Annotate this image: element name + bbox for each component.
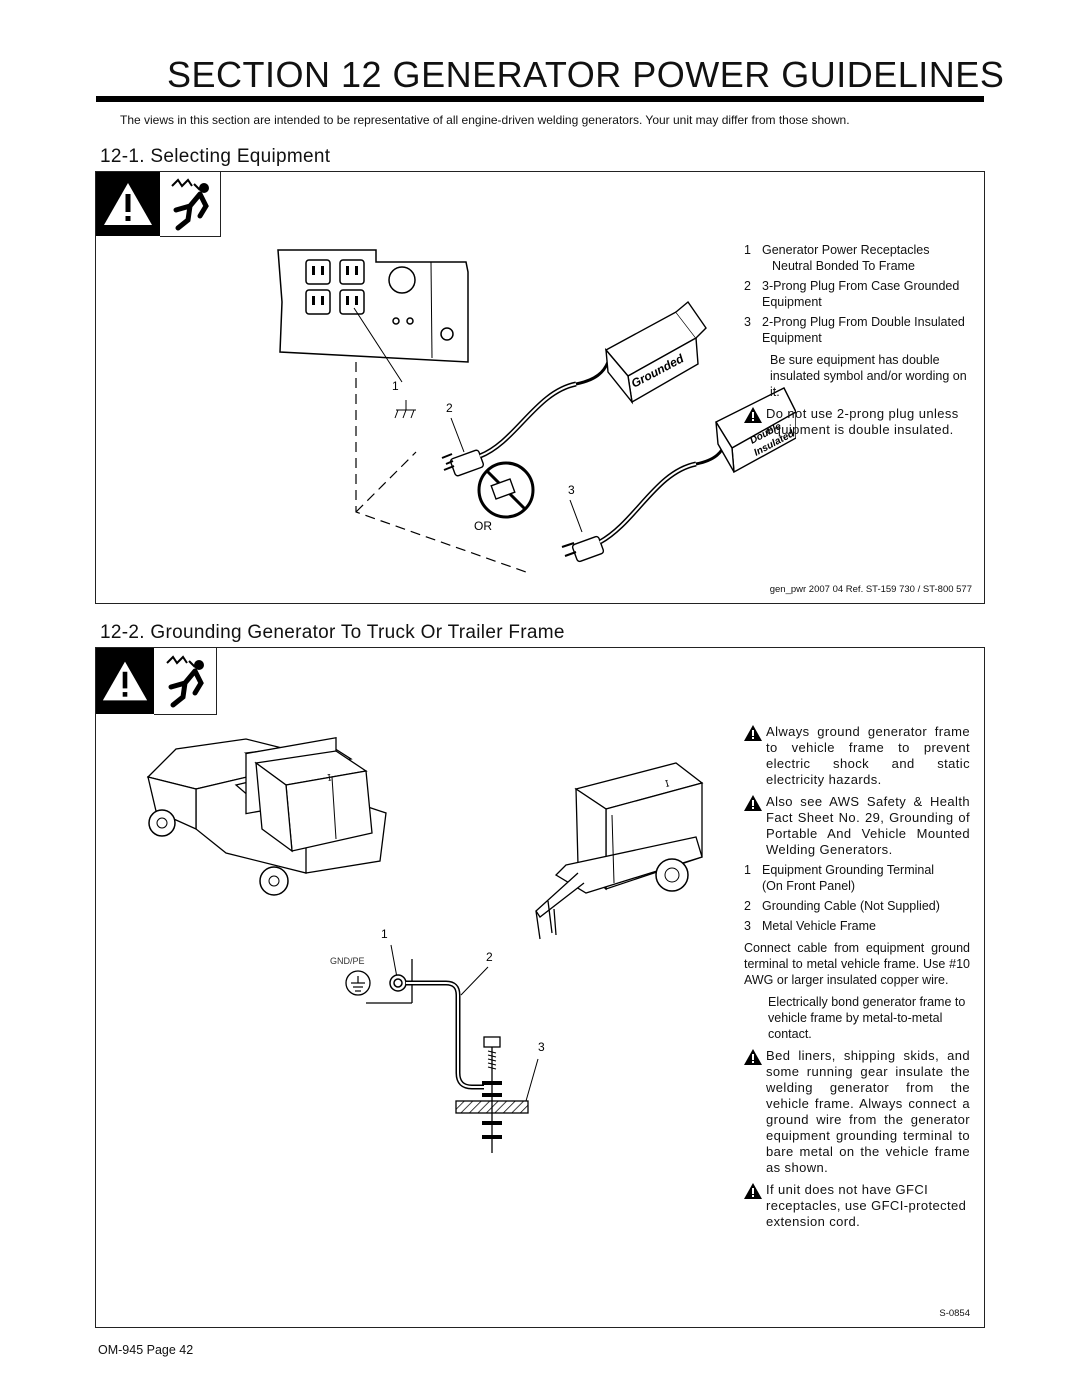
warning-text: Do not use 2-prong plug unless equipment…: [766, 406, 959, 437]
item-text: 2-Prong Plug From Double Insulated Equip…: [762, 315, 965, 345]
figure-reference: gen_pwr 2007 04 Ref. ST-159 730 / ST-800…: [769, 584, 972, 595]
callout-2: 2: [486, 950, 493, 964]
note-text: Be sure equipment has double insulated s…: [770, 353, 967, 399]
item-number: 1: [744, 863, 751, 877]
item-number: 3: [744, 919, 751, 933]
list-item: 2 3-Prong Plug From Case Grounded Equipm…: [744, 278, 979, 310]
section2-text-column: Always ground generator frame to vehicle…: [744, 718, 970, 1234]
warning-row: Bed liners, shipping skids, and some run…: [744, 1048, 970, 1176]
warning-triangle-icon: [744, 406, 766, 438]
item-text: Generator Power Receptacles: [762, 243, 930, 257]
section-12-2-panel: 𝖨 𝖨 1 2 GND/PE: [95, 647, 985, 1328]
warning-text: Bed liners, shipping skids, and some run…: [766, 1048, 970, 1175]
callout-3: 3: [538, 1040, 545, 1054]
section-12-1-panel: 1 2 3 OR Grounded: [95, 171, 985, 604]
page-title: SECTION 12 GENERATOR POWER GUIDELINES: [167, 54, 1005, 95]
warning-triangle-icon: [744, 794, 766, 858]
svg-text:𝖨: 𝖨: [664, 778, 670, 789]
warning-text: If unit does not have GFCI receptacles, …: [766, 1182, 967, 1229]
item-number: 2: [744, 899, 751, 913]
list-item: 2 Grounding Cable (Not Supplied): [744, 898, 970, 914]
svg-text:𝖨: 𝖨: [327, 772, 333, 783]
list-item: 1 Generator Power Receptacles Neutral Bo…: [744, 242, 979, 274]
or-label: OR: [474, 519, 492, 533]
warning-text: Also see AWS Safety & Health Fact Sheet …: [766, 794, 970, 857]
title-rule: [96, 96, 984, 102]
warning-row: If unit does not have GFCI receptacles, …: [744, 1182, 970, 1230]
intro-text: The views in this section are intended t…: [120, 113, 850, 127]
warning-triangle-icon: [744, 1182, 766, 1230]
grounding-figure: 𝖨 𝖨 1 2 GND/PE: [146, 736, 704, 1153]
warning-row: Also see AWS Safety & Health Fact Sheet …: [744, 794, 970, 858]
item-text: Grounding Cable (Not Supplied): [762, 899, 940, 913]
warning-triangle-icon: [744, 724, 766, 788]
callout-2: 2: [446, 401, 453, 415]
warning-triangle-icon: [96, 172, 160, 236]
warning-triangle-icon: [744, 1048, 766, 1176]
item-text: Metal Vehicle Frame: [762, 919, 876, 933]
selecting-equipment-figure: 1 2 3 OR Grounded: [277, 249, 796, 573]
section-heading-12-1: 12-1. Selecting Equipment: [100, 146, 331, 167]
warning-row: Always ground generator frame to vehicle…: [744, 724, 970, 788]
item-text-2: Neutral Bonded To Frame: [772, 259, 915, 273]
item-number: 1: [744, 243, 751, 257]
item-number: 2: [744, 279, 751, 293]
list-item: 3 2-Prong Plug From Double Insulated Equ…: [744, 314, 979, 346]
instruction-text: Electrically bond generator frame to veh…: [768, 995, 966, 1041]
list-item: 1 Equipment Grounding Terminal (On Front…: [744, 862, 970, 894]
section1-text-column: 1 Generator Power Receptacles Neutral Bo…: [744, 242, 979, 442]
instruction-text: Connect cable from equipment ground term…: [744, 941, 970, 987]
page-footer: OM-945 Page 42: [98, 1343, 194, 1357]
hazard-header: [96, 172, 221, 237]
figure-reference: S-0854: [939, 1308, 970, 1319]
item-text: 3-Prong Plug From Case Grounded Equipmen…: [762, 279, 960, 309]
warning-text: Always ground generator frame to vehicle…: [766, 724, 970, 787]
electric-shock-icon: [160, 172, 221, 237]
callout-3: 3: [568, 483, 575, 497]
list-item: 3 Metal Vehicle Frame: [744, 918, 970, 934]
item-text: Equipment Grounding Terminal: [762, 863, 935, 877]
callout-1: 1: [392, 379, 399, 393]
warning-row: Do not use 2-prong plug unless equipment…: [744, 406, 979, 438]
callout-1: 1: [381, 927, 388, 941]
section-heading-12-2: 12-2. Grounding Generator To Truck Or Tr…: [100, 622, 565, 643]
hazard-header: [96, 648, 217, 715]
gnd-pe-label: GND/PE: [330, 956, 365, 966]
item-number: 3: [744, 315, 751, 329]
item-text-2: (On Front Panel): [762, 879, 856, 893]
electric-shock-icon: [154, 648, 217, 715]
warning-triangle-icon: [96, 648, 154, 714]
